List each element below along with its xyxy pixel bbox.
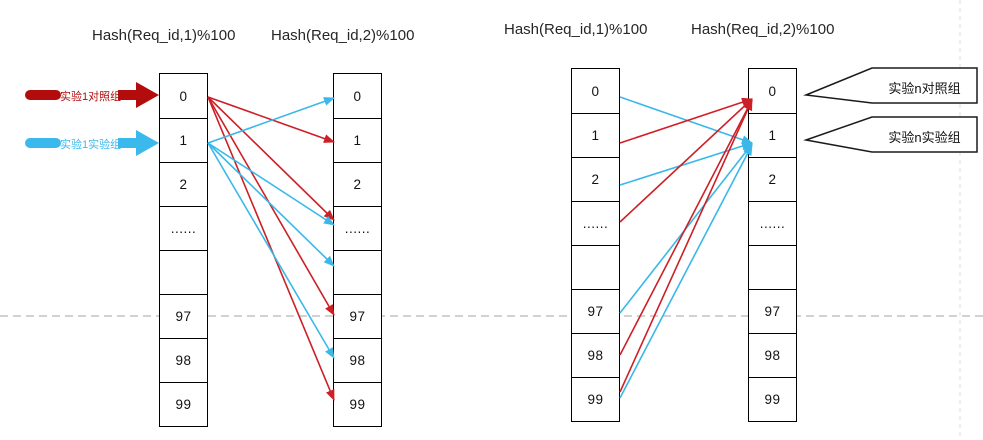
bucket-cell: 0: [179, 88, 188, 104]
hash-formula-title: Hash(Req_id,2)%100: [691, 21, 835, 38]
bucket-cell: 99: [334, 382, 381, 426]
bucket-cell: 97: [334, 294, 381, 338]
bucket-cell: 1: [749, 113, 796, 157]
mapping-arrow-red: [619, 99, 753, 393]
legend-treatment-label: 实验1实验组: [60, 139, 122, 151]
mapping-arrow-blue: [207, 142, 335, 359]
bucket-cell: 0: [768, 83, 777, 99]
mapping-arrow-red: [619, 99, 753, 356]
callout-treatment-shape: [803, 116, 978, 153]
bucket-cell: ......: [334, 206, 381, 250]
bucket-cell: 99: [572, 377, 619, 421]
callout-treatment-label: 实验n实验组: [888, 130, 961, 145]
mapping-arrow-red: [207, 96, 335, 316]
legend-treatment-arrow-icon: [118, 130, 159, 156]
mapping-arrow-blue: [619, 141, 753, 186]
legend-control-arrow-icon: [118, 82, 159, 108]
bucket-cell: 99: [160, 382, 207, 426]
bucket-cell: 1: [160, 118, 207, 162]
callout-control-label: 实验n对照组: [888, 81, 961, 96]
bucket-cell: 2: [334, 162, 381, 206]
bucket-cell: 2: [572, 157, 619, 201]
mapping-arrow-red: [207, 96, 335, 401]
bucket-cell: 1: [334, 118, 381, 162]
bucket-cell: 2: [160, 162, 207, 206]
bucket-cell: 99: [749, 377, 796, 421]
hash-formula-title: Hash(Req_id,1)%100: [92, 27, 236, 44]
bucket-cell: 97: [572, 289, 619, 333]
bucket-cell: 0: [591, 83, 600, 99]
bucket-cell: ......: [572, 201, 619, 245]
bucket-cell: 97: [749, 289, 796, 333]
bucket-cell: ......: [749, 201, 796, 245]
bucket-cell: 2: [749, 157, 796, 201]
bucket-cell: 98: [334, 338, 381, 382]
mapping-arrow-blue: [207, 142, 335, 267]
mapping-arrow-blue: [619, 96, 753, 144]
mapping-arrows: [207, 96, 753, 401]
mapping-arrow-red: [619, 97, 753, 144]
hash-formula-title: Hash(Req_id,1)%100: [504, 21, 648, 38]
bucket-cell: [334, 250, 381, 294]
bucket-cell: 0: [353, 88, 362, 104]
bucket-cell: ......: [160, 206, 207, 250]
bucket-cell: 1: [572, 113, 619, 157]
mapping-arrow-blue: [207, 142, 335, 226]
bucket-cell: [160, 250, 207, 294]
bucket-cell: 98: [749, 333, 796, 377]
bucket-cell: 98: [160, 338, 207, 382]
bucket-cell: 97: [160, 294, 207, 338]
mapping-arrow-blue: [207, 97, 335, 144]
mapping-arrow-blue: [619, 144, 753, 399]
mapping-arrow-red: [207, 96, 335, 143]
mapping-arrow-red: [619, 98, 753, 223]
callout-control-shape: [803, 67, 978, 104]
bucket-cell: [749, 245, 796, 289]
mapping-arrow-red: [207, 96, 335, 221]
bucket-cell: [572, 245, 619, 289]
legend-control-label: 实验1对照组: [60, 91, 122, 103]
hash-formula-title: Hash(Req_id,2)%100: [271, 27, 415, 44]
bucket-cell: 98: [572, 333, 619, 377]
